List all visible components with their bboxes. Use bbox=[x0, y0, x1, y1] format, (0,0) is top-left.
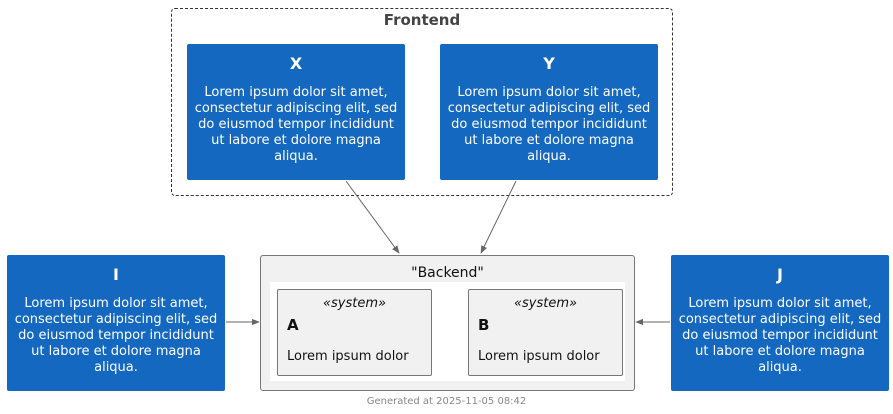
node-j-title: J bbox=[777, 265, 783, 284]
node-i[interactable]: I Lorem ipsum dolor sit amet, consectetu… bbox=[7, 255, 225, 391]
node-i-title: I bbox=[113, 265, 119, 284]
node-x[interactable]: X Lorem ipsum dolor sit amet, consectetu… bbox=[187, 44, 405, 180]
frontend-boundary: Frontend bbox=[171, 8, 673, 196]
system-b[interactable]: «system» B Lorem ipsum dolor bbox=[468, 289, 623, 376]
system-a-title: A bbox=[287, 316, 299, 334]
node-x-description: Lorem ipsum dolor sit amet, consectetur … bbox=[194, 85, 398, 164]
system-a[interactable]: «system» A Lorem ipsum dolor bbox=[277, 289, 432, 376]
node-x-title: X bbox=[289, 54, 303, 73]
node-y-title: Y bbox=[543, 54, 555, 73]
node-j-description: Lorem ipsum dolor sit amet, consectetur … bbox=[678, 296, 882, 375]
node-i-description: Lorem ipsum dolor sit amet, consectetur … bbox=[14, 296, 218, 375]
system-b-description: Lorem ipsum dolor bbox=[478, 349, 600, 364]
system-a-description: Lorem ipsum dolor bbox=[287, 349, 409, 364]
generated-timestamp: Generated at 2025-11-05 08:42 bbox=[366, 396, 527, 407]
system-b-stereotype: «system» bbox=[513, 296, 578, 311]
frontend-title: Frontend bbox=[383, 11, 461, 29]
backend-title: "Backend" bbox=[411, 265, 484, 281]
node-y-description: Lorem ipsum dolor sit amet, consectetur … bbox=[447, 85, 651, 164]
system-a-stereotype: «system» bbox=[322, 296, 387, 311]
node-j[interactable]: J Lorem ipsum dolor sit amet, consectetu… bbox=[671, 255, 889, 391]
system-b-title: B bbox=[478, 316, 490, 334]
node-y[interactable]: Y Lorem ipsum dolor sit amet, consectetu… bbox=[440, 44, 658, 180]
